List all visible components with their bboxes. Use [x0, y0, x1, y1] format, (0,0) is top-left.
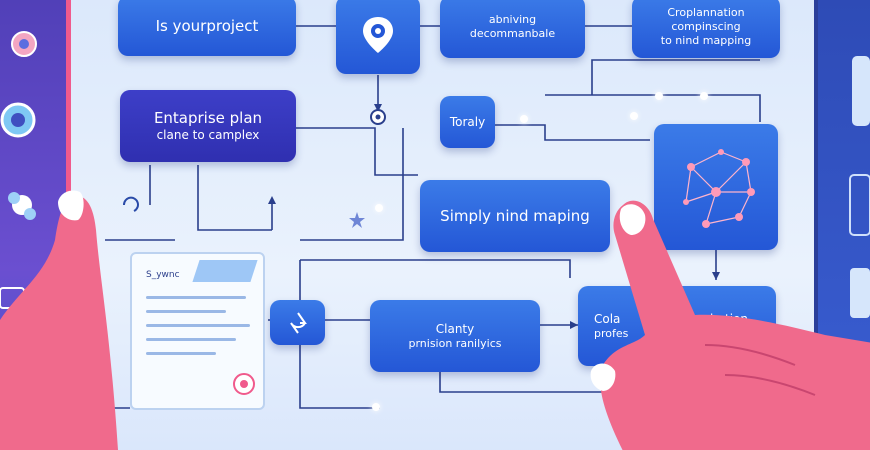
thumb-nail-icon	[590, 363, 616, 391]
achieving-node-line2: decommanbale	[469, 27, 556, 40]
badge-icon	[233, 373, 255, 395]
clarity-node[interactable]: Clanty prnision ranilyics	[370, 300, 540, 372]
glow-dot	[520, 115, 528, 123]
document-line	[146, 310, 226, 313]
connector-line	[300, 128, 404, 241]
project-node-label: Is yourproject	[155, 16, 259, 35]
arrowhead	[570, 321, 578, 329]
clarity-node-title: Clanty	[435, 321, 475, 336]
location-pin-icon	[363, 17, 393, 53]
glow-dot	[372, 403, 380, 411]
document-card[interactable]: S_ywnc	[130, 252, 265, 410]
cloud-node-line1: Croplannation	[667, 6, 745, 20]
cloud-node-line2: compinscing	[671, 20, 741, 34]
left-hand	[0, 190, 118, 450]
clarity-node-subtitle: prnision ranilyics	[408, 336, 502, 350]
cloud-mapping-node[interactable]: Croplannation compinscing to nind mappin…	[632, 0, 780, 58]
connector-line	[299, 345, 380, 409]
connector-line	[300, 259, 571, 278]
network-node[interactable]	[654, 124, 778, 250]
arrowhead	[268, 196, 276, 204]
recycle-icon	[289, 311, 307, 334]
recycle-icon	[122, 196, 139, 212]
network-graph-icon	[683, 149, 755, 228]
simplify-node-label: Simply nind maping	[440, 206, 590, 225]
collab-node-line3: profes	[594, 326, 629, 340]
glow-dot	[700, 92, 708, 100]
connector-line	[296, 127, 418, 176]
star-icon	[349, 212, 365, 228]
arrowhead	[374, 104, 382, 112]
document-line	[146, 338, 236, 341]
thumbnail-icon	[58, 190, 84, 221]
totally-node-label: Toraly	[449, 114, 486, 129]
document-line	[146, 324, 250, 327]
panel-widget-icon	[849, 174, 870, 236]
project-node[interactable]: Is yourproject	[118, 0, 296, 56]
document-line	[146, 296, 246, 299]
connector-line	[545, 94, 761, 122]
chart-widget-icon	[850, 268, 870, 318]
glow-dot	[375, 204, 383, 212]
collab-node-line1: Cola	[594, 311, 621, 326]
connector-line	[439, 372, 625, 393]
enterprise-node-title: Entaprise plan	[153, 109, 263, 128]
recycle-node[interactable]	[270, 300, 325, 345]
achieving-node-line1: abniving	[488, 13, 537, 27]
simplify-mapping-node[interactable]: Simply nind maping	[420, 180, 610, 252]
right-hand	[590, 200, 870, 450]
totally-node[interactable]: Toraly	[440, 96, 495, 148]
connector-line	[495, 124, 650, 141]
connector-line	[591, 59, 760, 95]
fingernail-icon	[619, 204, 646, 235]
right-panel-icons	[849, 56, 870, 318]
glow-dot	[630, 112, 638, 120]
location-node[interactable]	[336, 0, 420, 74]
enterprise-node-subtitle: clane to camplex	[156, 127, 260, 142]
enterprise-plan-node[interactable]: Entaprise plan clane to camplex	[120, 90, 296, 162]
document-label: S_ywnc	[146, 270, 180, 280]
glow-dot	[655, 92, 663, 100]
cloud-node-line3: to nind mapping	[660, 33, 752, 47]
document-tab	[192, 260, 258, 282]
achieving-node[interactable]: abniving decommanbale	[440, 0, 585, 58]
connector-line	[197, 165, 272, 231]
arrowhead	[712, 272, 720, 280]
document-line	[146, 352, 216, 355]
